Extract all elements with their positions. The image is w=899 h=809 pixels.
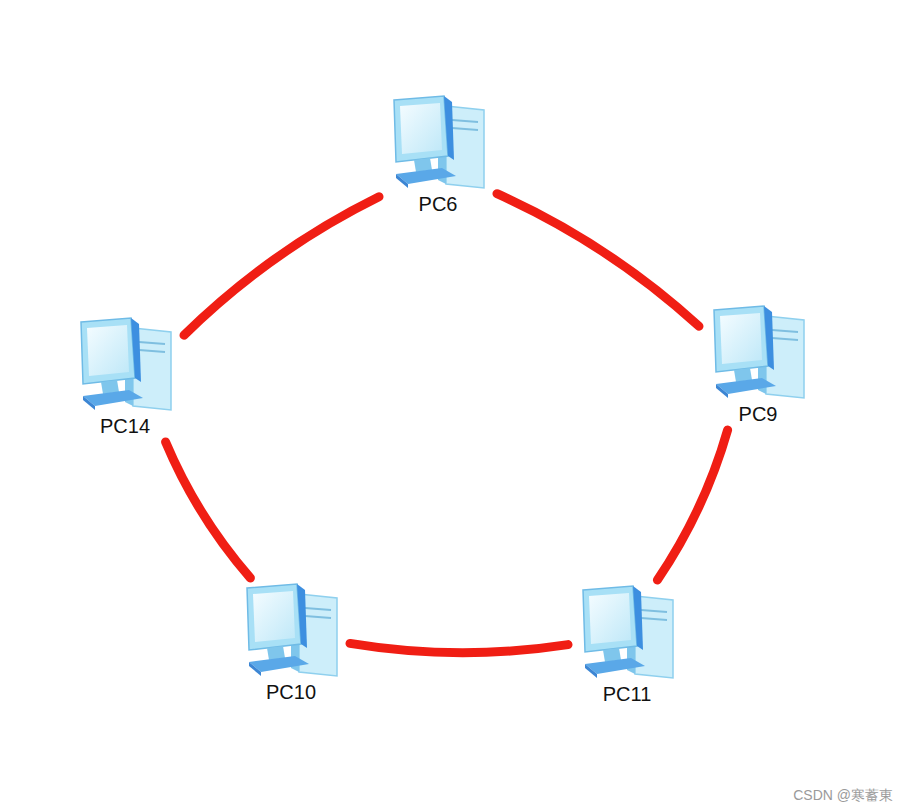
pc-icon <box>575 584 679 682</box>
pc-label: PC9 <box>703 402 813 426</box>
pc-node: PC11 <box>572 584 682 706</box>
pc-icon <box>706 304 810 402</box>
pc-label: PC11 <box>572 682 682 706</box>
network-link <box>184 197 379 335</box>
pc-node: PC6 <box>383 94 493 216</box>
pc-icon <box>239 582 343 680</box>
pc-node: PC10 <box>236 582 346 704</box>
pc-node: PC9 <box>703 304 813 426</box>
network-link <box>166 442 251 578</box>
network-link <box>350 643 568 652</box>
network-link <box>497 194 699 327</box>
pc-icon <box>73 316 177 414</box>
pc-label: PC14 <box>70 414 180 438</box>
pc-icon <box>386 94 490 192</box>
pc-node: PC14 <box>70 316 180 438</box>
watermark: CSDN @寒蓄東 <box>793 787 893 805</box>
network-link <box>657 430 727 580</box>
pc-label: PC6 <box>383 192 493 216</box>
pc-label: PC10 <box>236 680 346 704</box>
